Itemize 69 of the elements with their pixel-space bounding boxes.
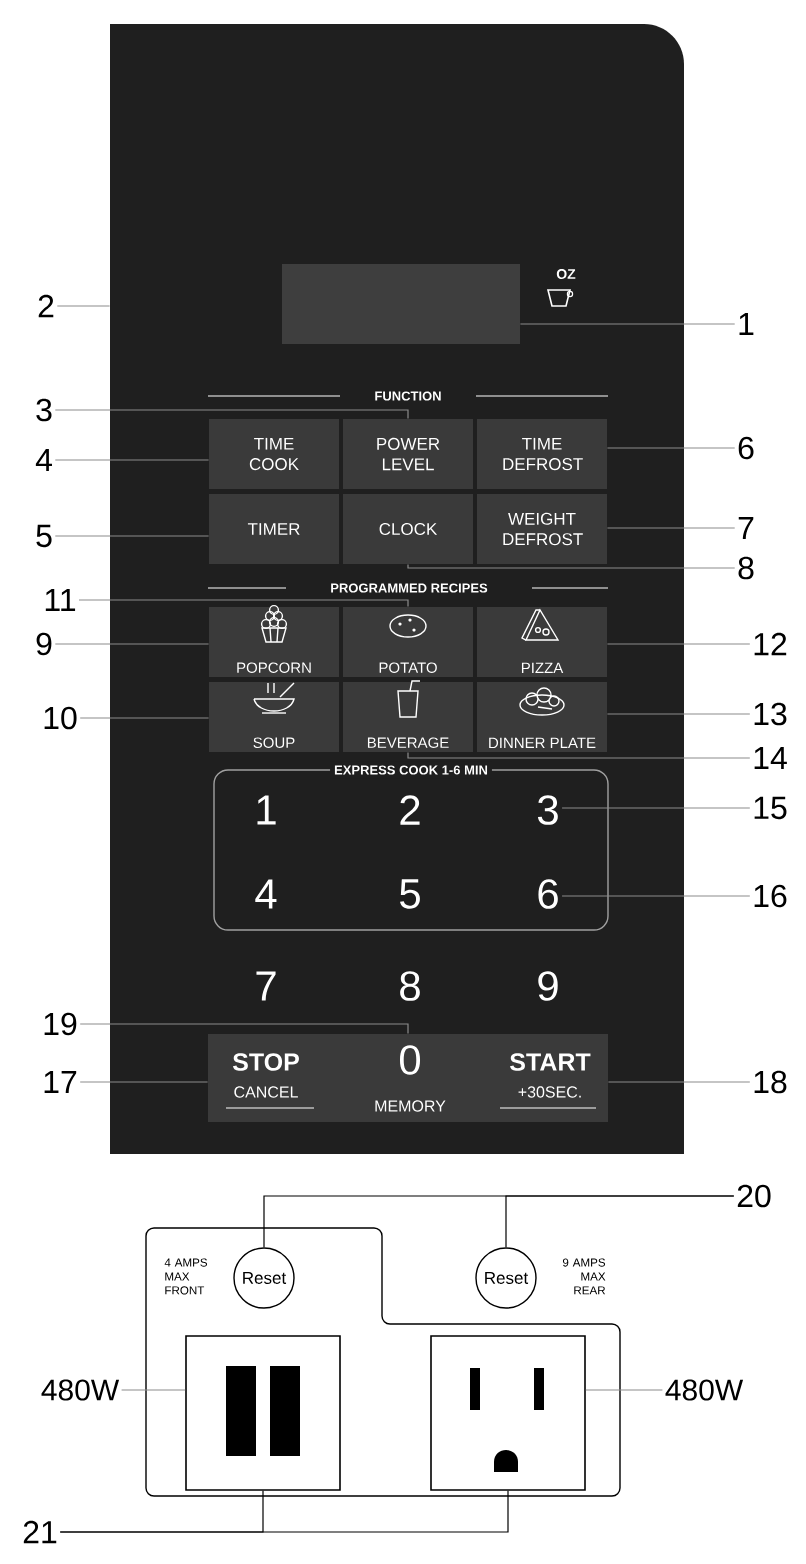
leader-line (54, 409, 409, 420)
number-key: 5 (400, 879, 420, 909)
leader-line (59, 1490, 509, 1533)
callout-number: 20 (737, 1184, 771, 1208)
leader-line (79, 1023, 409, 1035)
number-key: 7 (256, 971, 276, 1001)
number-key: 6 (538, 879, 558, 909)
function-button: WEIGHT DEFROST (477, 494, 607, 564)
callout-number: 15 (754, 796, 787, 820)
power-outlet (430, 1335, 586, 1491)
callout-number: 2 (38, 294, 54, 318)
callout-number: 17 (44, 1071, 77, 1093)
function-button: CLOCK (343, 494, 473, 564)
leader-line (79, 1081, 209, 1083)
leader-line (606, 713, 751, 715)
callout-number: 18 (754, 1070, 787, 1094)
callout-number: 10 (44, 706, 77, 730)
callout-number: 3 (36, 398, 52, 422)
callout-number: 9 (36, 632, 52, 656)
leader-line (606, 527, 736, 529)
callout-number: 8 (738, 556, 754, 580)
number-key: 1 (257, 795, 276, 825)
number-key: 4 (255, 879, 277, 909)
callout-number: 13 (754, 702, 787, 726)
leader-line (78, 599, 409, 608)
leader-line (561, 807, 751, 809)
leader-line (407, 563, 736, 569)
leader-line (606, 643, 751, 645)
callout-number: 7 (738, 517, 754, 539)
display-screen (282, 264, 520, 344)
callout-number: 14 (754, 747, 787, 769)
leader-line (121, 1389, 186, 1391)
callout-number: 480W (665, 1379, 744, 1401)
reset-button: Reset (475, 1247, 537, 1309)
leader-line (79, 717, 210, 719)
function-button: TIME COOK (209, 419, 339, 489)
function-button: POWER LEVEL (343, 419, 473, 489)
leader-line (607, 1081, 751, 1083)
callout-number: 11 (45, 589, 76, 611)
leader-line (561, 895, 751, 897)
leader-line (505, 1195, 735, 1248)
callout-number: 5 (36, 524, 52, 548)
number-key: 2 (400, 795, 420, 825)
zero-key: 0 MEMORY (375, 1045, 446, 1112)
leader-line (519, 323, 736, 325)
number-key: 9 (538, 971, 558, 1001)
leader-line (54, 535, 210, 537)
stop-key: STOP CANCEL (225, 1053, 315, 1109)
leader-line (56, 305, 111, 307)
leader-line (54, 643, 210, 645)
callout-number: 12 (754, 632, 787, 656)
leader-line (606, 447, 736, 449)
number-key: 8 (400, 971, 420, 1001)
power-outlet (185, 1335, 341, 1491)
function-button: TIME DEFROST (477, 419, 607, 489)
callout-number: 21 (23, 1520, 57, 1544)
reset-button: Reset (233, 1247, 295, 1309)
callout-number: 4 (35, 449, 52, 471)
leader-line (54, 459, 210, 461)
leader-line (407, 751, 751, 759)
callout-number: 1 (739, 313, 754, 335)
callout-number: 480W (41, 1379, 120, 1401)
leader-line (585, 1389, 663, 1391)
number-key: 3 (537, 795, 558, 825)
start-key: START +30SEC. (499, 1053, 597, 1109)
function-button: TIMER (209, 494, 339, 564)
callout-number: 19 (44, 1012, 77, 1036)
callout-number: 16 (754, 884, 787, 908)
callout-number: 6 (738, 436, 754, 460)
